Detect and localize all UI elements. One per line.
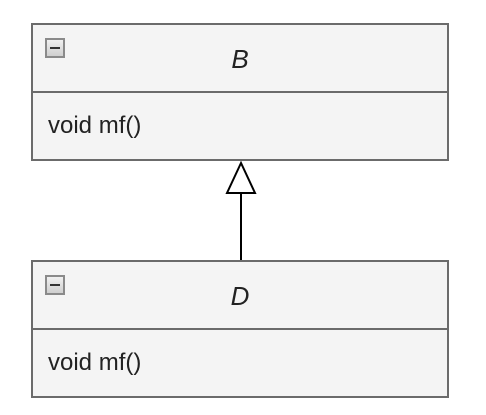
class-box-d[interactable]: D void mf() <box>31 260 449 398</box>
class-name-b: B <box>231 44 249 74</box>
class-header-d: D <box>33 262 447 330</box>
class-box-b[interactable]: B void mf() <box>31 23 449 161</box>
member-mf-b[interactable]: void mf() <box>48 112 142 139</box>
class-members-d: void mf() <box>33 330 447 396</box>
inheritance-arrowhead-icon <box>225 160 257 194</box>
member-mf-d[interactable]: void mf() <box>48 349 142 376</box>
collapse-minus-icon[interactable] <box>45 38 65 58</box>
collapse-minus-icon[interactable] <box>45 275 65 295</box>
class-name-d: D <box>230 281 250 311</box>
class-members-b: void mf() <box>33 93 447 159</box>
class-header-b: B <box>33 25 447 93</box>
